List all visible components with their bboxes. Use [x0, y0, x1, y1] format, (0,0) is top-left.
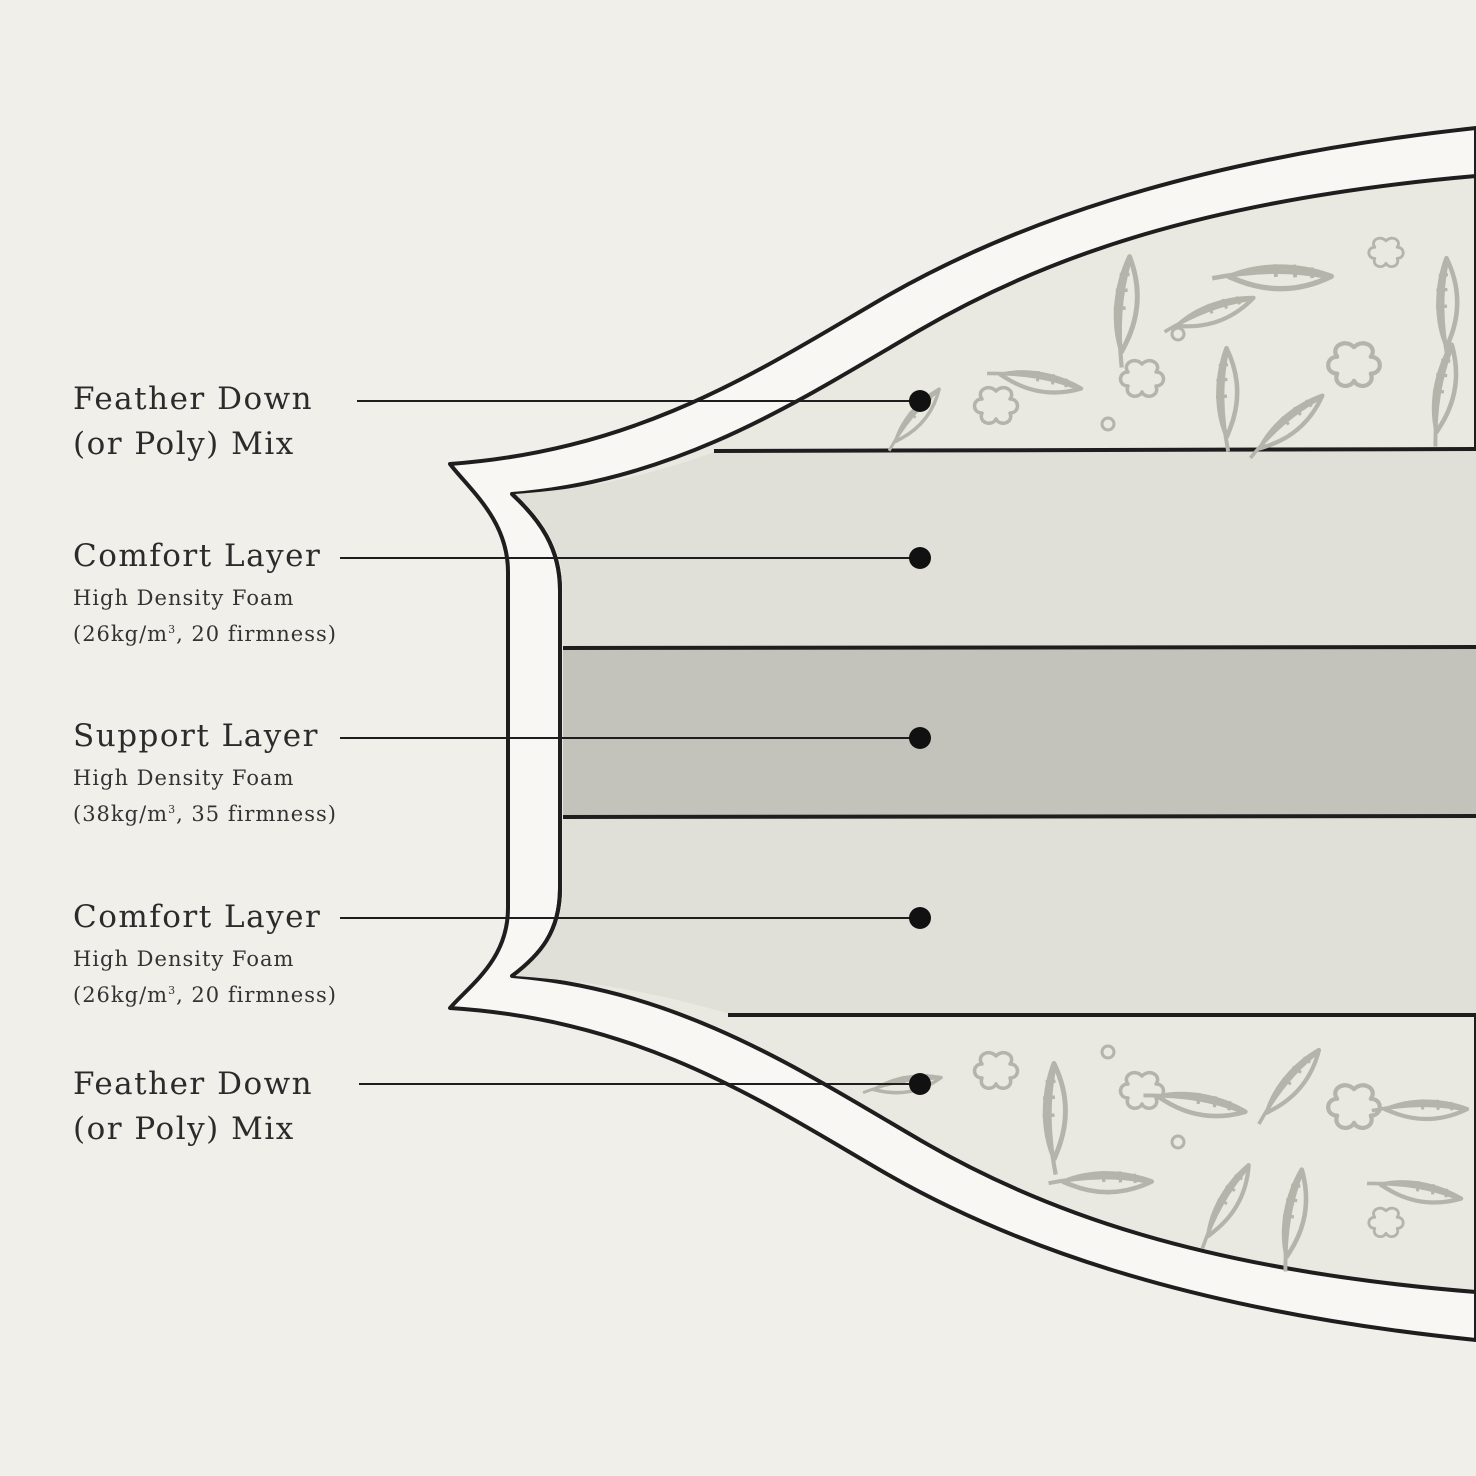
label-title-line: Comfort Layer [73, 538, 322, 574]
label-sub-line: (26kg/m3, 20 firmness) [73, 622, 337, 646]
label-title-line: (or Poly) Mix [73, 1111, 295, 1147]
label-title-line: Feather Down [73, 1066, 314, 1102]
leader-dot-feather-bottom [909, 1073, 931, 1095]
label-sub-line: High Density Foam [73, 766, 295, 790]
leader-dots [909, 390, 931, 1095]
comfort-bottom-band [515, 816, 1476, 1014]
seed-dot [1100, 416, 1116, 432]
seed-dot [1100, 1044, 1116, 1060]
label-title-line: Comfort Layer [73, 899, 322, 935]
label-comfort-bottom: Comfort Layer High Density Foam (26kg/m3… [73, 895, 337, 1011]
label-sub-line: (26kg/m3, 20 firmness) [73, 983, 337, 1007]
label-title-line: Support Layer [73, 718, 319, 754]
label-comfort-top: Comfort Layer High Density Foam (26kg/m3… [73, 534, 337, 650]
comfort-top-band [515, 450, 1476, 648]
label-sub-line: (38kg/m3, 35 firmness) [73, 802, 337, 826]
divider-line-1 [713, 447, 1476, 453]
label-feather-bottom: Feather Down (or Poly) Mix [73, 1062, 313, 1152]
leader-dot-comfort-bottom [909, 907, 931, 929]
label-sub-line: High Density Foam [73, 586, 295, 610]
leader-dot-support [909, 727, 931, 749]
feather-motifs-top [878, 218, 1476, 458]
divider-line-3 [562, 814, 1476, 819]
support-band [563, 648, 1476, 816]
seed-dot [1170, 326, 1186, 342]
divider-line-2 [562, 645, 1476, 650]
leader-dot-comfort-top [909, 547, 931, 569]
label-sub-line: High Density Foam [73, 947, 295, 971]
seed-dot [1170, 1134, 1186, 1150]
label-feather-top: Feather Down (or Poly) Mix [73, 377, 313, 467]
feather-motifs-bottom [861, 1044, 1467, 1272]
leader-dot-feather-top [909, 390, 931, 412]
label-title-line: (or Poly) Mix [73, 426, 295, 462]
leader-lines [340, 400, 920, 1085]
label-title-line: Feather Down [73, 381, 314, 417]
label-support: Support Layer High Density Foam (38kg/m3… [73, 714, 337, 830]
